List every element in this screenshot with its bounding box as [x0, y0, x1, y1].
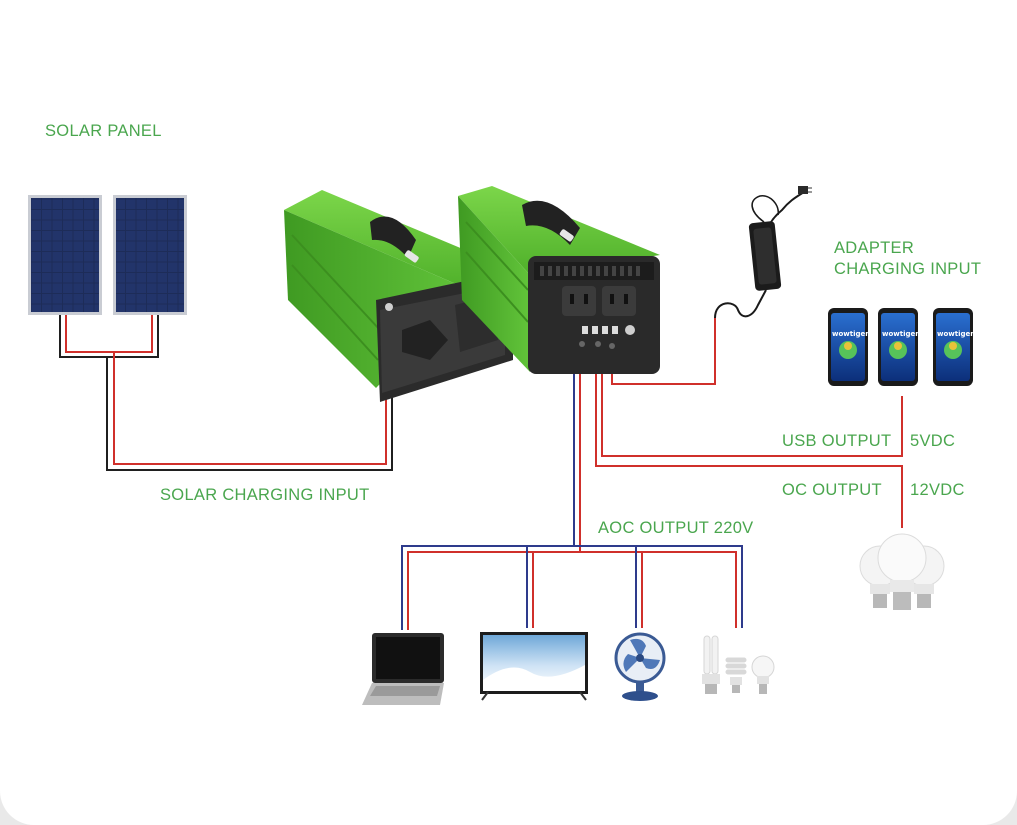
power-station-front-icon [458, 186, 660, 374]
adapter-label-line2: CHARGING INPUT [834, 260, 982, 278]
usb-output-cable [601, 356, 903, 457]
phone-brand-text: wowtiger [882, 330, 919, 338]
adapter-label-line1: ADAPTER [834, 239, 915, 257]
led-bulb-icon [859, 533, 945, 610]
cfl-bulb-icon [702, 635, 775, 694]
tv-icon [480, 632, 588, 701]
solar-charging-input-label: SOLAR CHARGING INPUT [160, 486, 370, 504]
wires [59, 191, 903, 630]
usb-voltage-label: 5VDC [910, 432, 956, 450]
ac-adapter-icon [748, 186, 812, 291]
smartphone-icon [828, 308, 973, 386]
solar-panel-icon [28, 195, 187, 315]
dc-output-cable [595, 356, 903, 528]
ac-output-label: AOC OUTPUT 220V [598, 519, 754, 537]
fan-icon [614, 632, 666, 701]
power-station-icon [284, 190, 513, 402]
solar-panel-leads [59, 312, 159, 358]
usb-output-label: USB OUTPUT [782, 432, 892, 450]
ac-output-bus [401, 340, 743, 630]
solar-panel-label: SOLAR PANEL [45, 122, 162, 140]
phone-brand-text: wowtiger [937, 330, 974, 338]
dc-voltage-label: 12VDC [910, 481, 965, 499]
phone-brand-text: wowtiger [832, 330, 869, 338]
dc-output-label: OC OUTPUT [782, 481, 882, 499]
laptop-icon [362, 633, 444, 705]
